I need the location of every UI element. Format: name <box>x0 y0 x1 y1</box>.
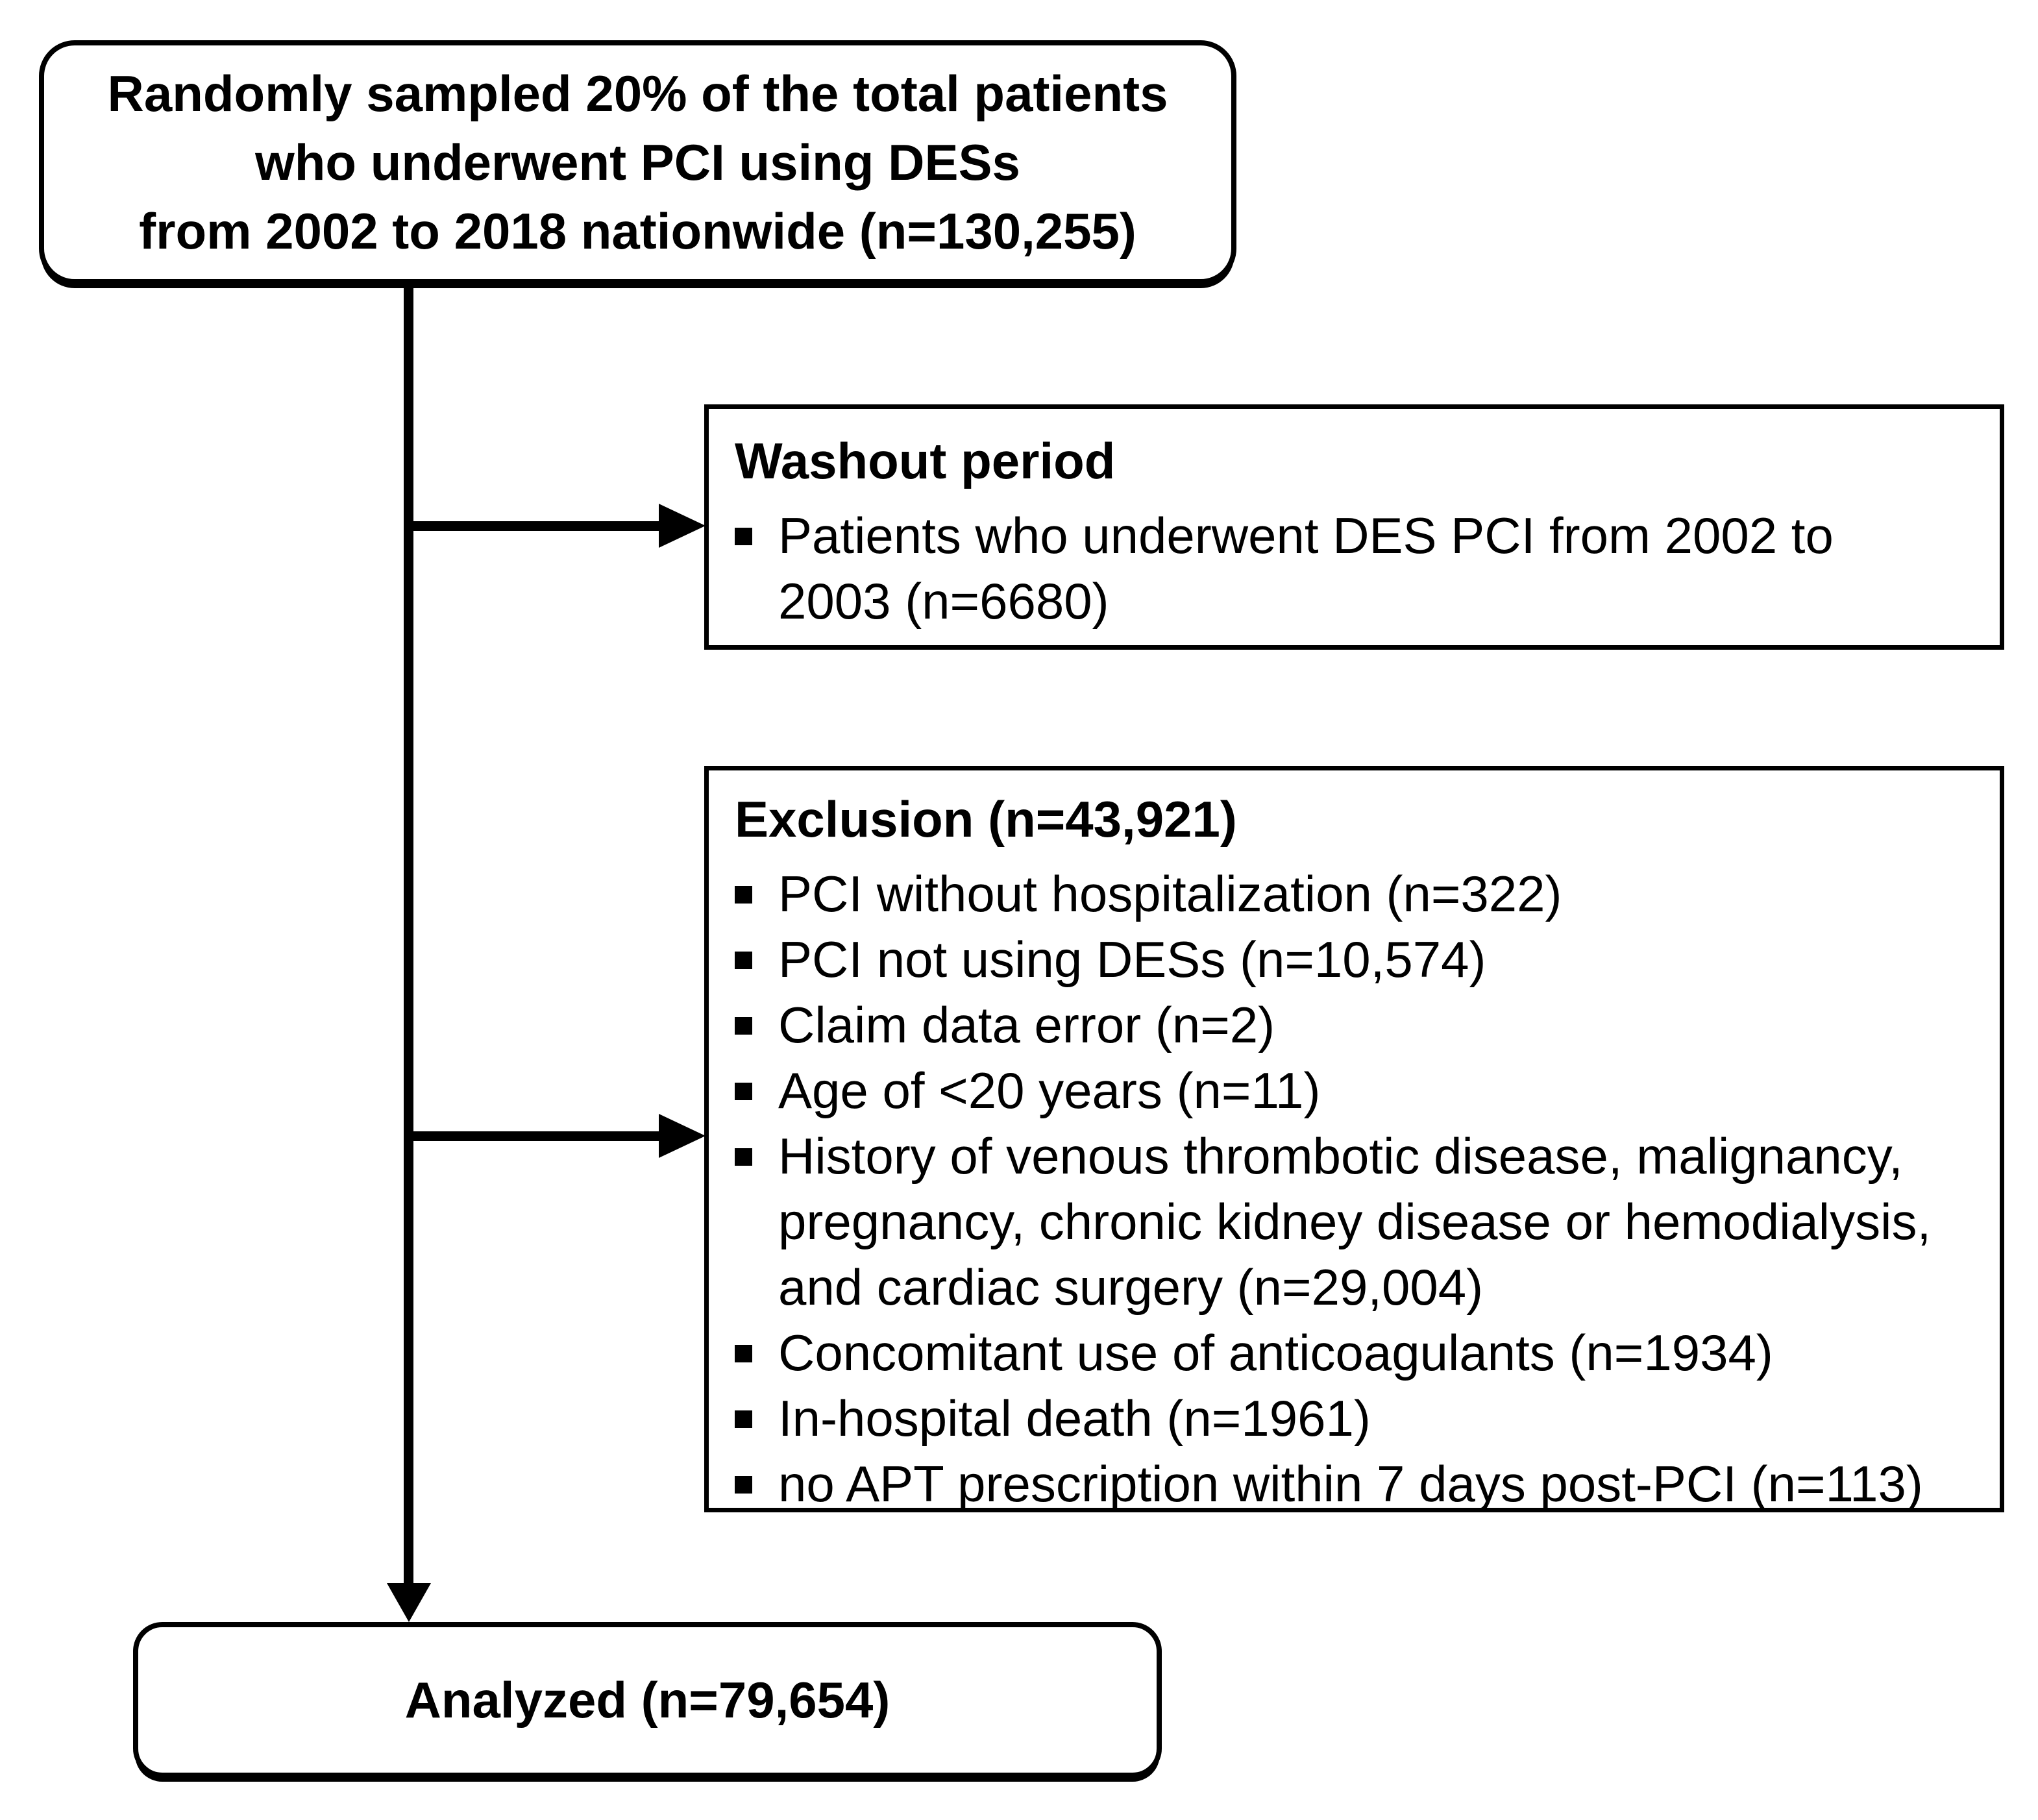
list-item-text: In-hospital death (n=1961) <box>778 1390 1371 1447</box>
list-item-text: PCI without hospitalization (n=322) <box>778 865 1562 922</box>
list-item-text: Claim data error (n=2) <box>778 996 1275 1053</box>
washout-list: Patients who underwent DES PCI from 2002… <box>735 503 1938 634</box>
washout-box-title: Washout period <box>735 432 1116 489</box>
list-item-text: History of venous thrombotic disease, ma… <box>778 1127 1932 1316</box>
exclusion-box-title: Exclusion (n=43,921) <box>735 791 1237 848</box>
square-bullet-icon <box>735 1345 752 1362</box>
analyzed-box: Analyzed (n=79,654) <box>133 1622 1162 1778</box>
square-bullet-icon <box>735 886 752 904</box>
list-item: PCI not using DESs (n=10,574) <box>735 927 1938 992</box>
list-item: Concomitant use of anticoagulants (n=193… <box>735 1320 1938 1386</box>
sampled-population-line-1: Randomly sampled 20% of the total patien… <box>107 65 1168 122</box>
list-item: History of venous thrombotic disease, ma… <box>735 1124 1938 1320</box>
square-bullet-icon <box>735 528 752 545</box>
list-item: Patients who underwent DES PCI from 2002… <box>735 503 1938 634</box>
arrowhead-right-icon <box>659 504 706 548</box>
list-item: no APT prescription within 7 days post-P… <box>735 1451 1938 1517</box>
list-item: In-hospital death (n=1961) <box>735 1386 1938 1451</box>
arrowhead-right-icon <box>659 1114 706 1158</box>
square-bullet-icon <box>735 1476 752 1494</box>
square-bullet-icon <box>735 1148 752 1166</box>
square-bullet-icon <box>735 1083 752 1100</box>
washout-box: Washout period Patients who underwent DE… <box>704 404 2004 650</box>
main-flow-line <box>404 284 413 1584</box>
list-item-text: Concomitant use of anticoagulants (n=193… <box>778 1324 1773 1381</box>
square-bullet-icon <box>735 1017 752 1035</box>
list-item: Claim data error (n=2) <box>735 992 1938 1058</box>
list-item-text: Patients who underwent DES PCI from 2002… <box>778 507 1834 630</box>
branch-line-exclusion <box>408 1131 661 1141</box>
list-item-text: PCI not using DESs (n=10,574) <box>778 931 1486 988</box>
branch-line-washout <box>408 521 661 531</box>
sampled-population-line-2: who underwent PCI using DESs <box>255 134 1020 191</box>
square-bullet-icon <box>735 1410 752 1428</box>
exclusion-list: PCI without hospitalization (n=322) PCI … <box>735 861 1938 1517</box>
arrowhead-down-icon <box>387 1583 431 1622</box>
list-item-text: Age of <20 years (n=11) <box>778 1062 1321 1119</box>
square-bullet-icon <box>735 952 752 969</box>
list-item: Age of <20 years (n=11) <box>735 1058 1938 1124</box>
exclusion-box: Exclusion (n=43,921) PCI without hospita… <box>704 766 2004 1512</box>
sampled-population-box: Randomly sampled 20% of the total patien… <box>39 40 1236 284</box>
list-item: PCI without hospitalization (n=322) <box>735 861 1938 927</box>
analyzed-box-label: Analyzed (n=79,654) <box>404 1671 890 1728</box>
sampled-population-line-3: from 2002 to 2018 nationwide (n=130,255) <box>139 203 1136 260</box>
list-item-text: no APT prescription within 7 days post-P… <box>778 1455 1923 1512</box>
